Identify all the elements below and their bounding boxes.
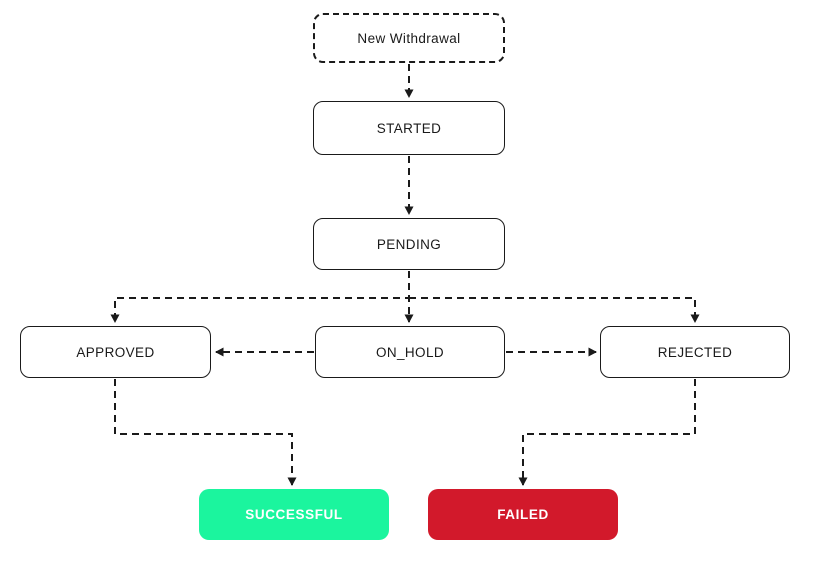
- node-new-withdrawal-label: New Withdrawal: [357, 30, 461, 46]
- node-approved: APPROVED: [20, 326, 211, 378]
- node-successful-label: SUCCESSFUL: [245, 507, 343, 522]
- node-failed-label: FAILED: [497, 507, 549, 522]
- node-failed: FAILED: [428, 489, 618, 540]
- node-started-label: STARTED: [376, 120, 442, 136]
- node-pending-label: PENDING: [376, 236, 442, 252]
- edge-rejected-to-failed: [518, 379, 696, 486]
- node-rejected: REJECTED: [600, 326, 790, 378]
- edge-approved-to-successful: [114, 379, 297, 486]
- node-pending: PENDING: [313, 218, 505, 270]
- node-rejected-label: REJECTED: [657, 344, 733, 360]
- node-on-hold-label: ON_HOLD: [375, 344, 445, 360]
- node-started: STARTED: [313, 101, 505, 155]
- edge-pending-to-rejected: [409, 297, 700, 323]
- node-successful: SUCCESSFUL: [199, 489, 389, 540]
- edge-pending-to-approved: [110, 271, 410, 323]
- node-approved-label: APPROVED: [76, 344, 155, 360]
- node-new-withdrawal: New Withdrawal: [313, 13, 505, 63]
- node-on-hold: ON_HOLD: [315, 326, 505, 378]
